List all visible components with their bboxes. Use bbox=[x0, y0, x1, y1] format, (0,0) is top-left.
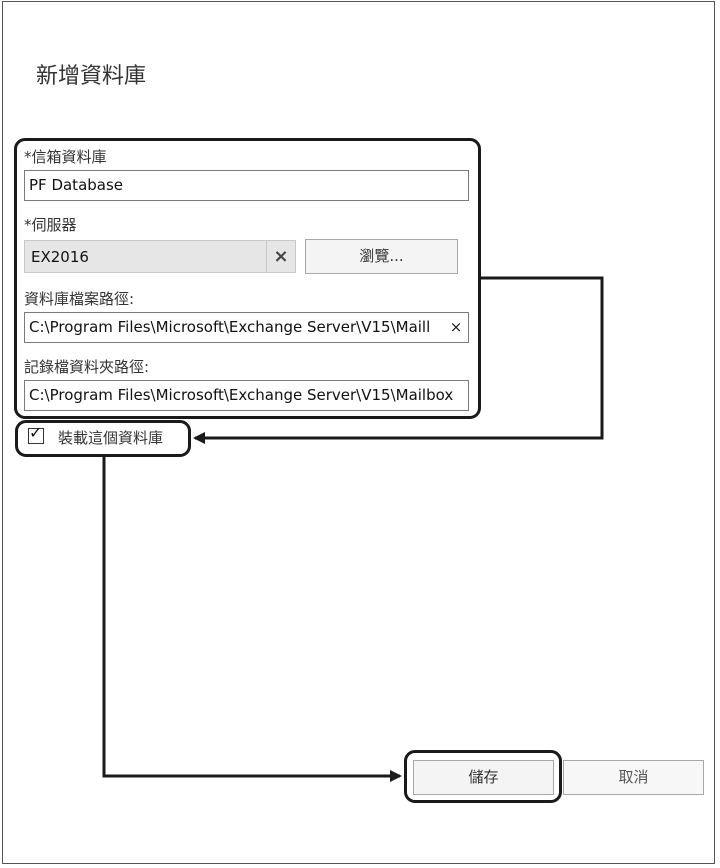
log-path-label: 記錄檔資料夾路徑: bbox=[24, 358, 150, 376]
mailbox-database-input[interactable]: PF Database bbox=[24, 170, 469, 201]
save-button[interactable]: 儲存 bbox=[413, 760, 554, 795]
arrow-to-save bbox=[102, 457, 402, 782]
clear-db-path-icon[interactable]: × bbox=[444, 313, 468, 342]
log-path-input[interactable]: C:\Program Files\Microsoft\Exchange Serv… bbox=[24, 380, 469, 411]
server-value: EX2016 bbox=[31, 248, 89, 266]
mount-label: 裝載這個資料庫 bbox=[58, 429, 164, 447]
check-icon: ✓ bbox=[29, 423, 43, 442]
db-path-input[interactable]: C:\Program Files\Microsoft\Exchange Serv… bbox=[24, 312, 469, 343]
db-path-label: 資料庫檔案路徑: bbox=[24, 290, 135, 308]
mount-checkbox[interactable]: ✓ bbox=[28, 423, 44, 444]
server-label: *伺服器 bbox=[24, 216, 77, 234]
browse-button[interactable]: 瀏覽... bbox=[305, 239, 458, 274]
server-input: EX2016 × bbox=[24, 240, 296, 273]
mailbox-database-label: *信箱資料庫 bbox=[24, 148, 107, 166]
dialog-title: 新增資料庫 bbox=[36, 64, 147, 89]
clear-server-icon[interactable]: × bbox=[266, 241, 295, 272]
db-path-value: C:\Program Files\Microsoft\Exchange Serv… bbox=[29, 318, 431, 336]
arrow-to-mount bbox=[193, 276, 604, 444]
cancel-button[interactable]: 取消 bbox=[563, 760, 704, 795]
